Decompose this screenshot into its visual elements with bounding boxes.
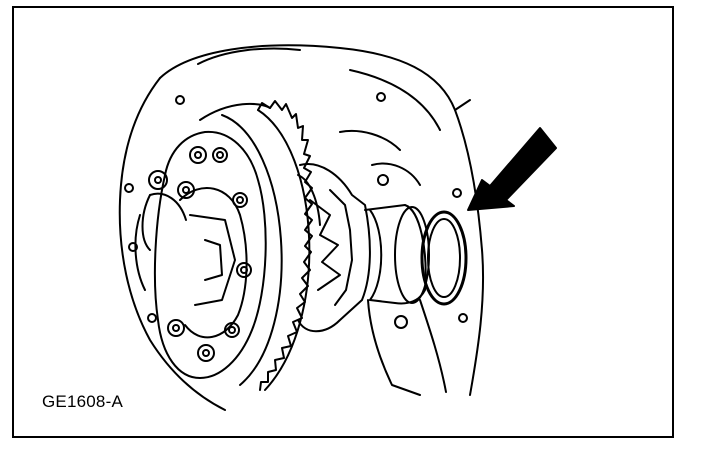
bearing-shim — [420, 210, 468, 306]
differential-case — [141, 130, 267, 379]
pointer-arrow-icon — [467, 127, 557, 211]
carrier-bearing — [364, 204, 430, 305]
axle-housing — [118, 44, 485, 411]
side-gear — [297, 163, 371, 333]
case-bolts — [148, 146, 252, 362]
illustration-frame — [12, 6, 674, 438]
ring-gear — [199, 100, 313, 391]
housing-bolt-holes — [124, 92, 468, 329]
figure-id-label: GE1608-A — [42, 392, 123, 411]
